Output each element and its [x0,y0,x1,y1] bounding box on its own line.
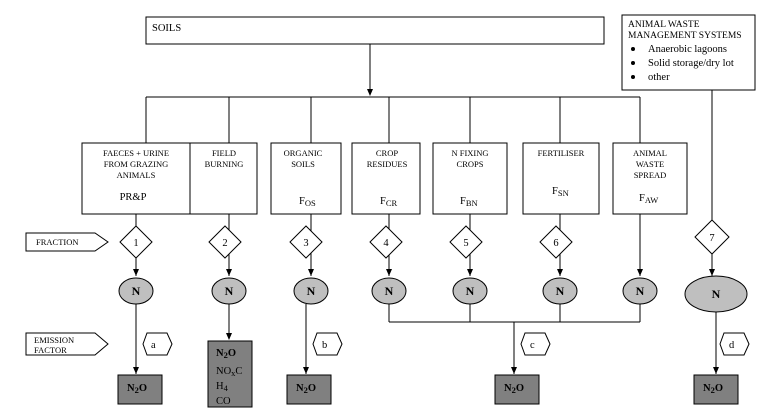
source-drop-lines [145,97,641,143]
source-symbol-fos: FOS [299,196,316,208]
emission-factor-b [312,332,343,356]
awms-title-line-1: ANIMAL WASTE [628,20,700,30]
emission-factor-line-1: EMISSION [34,335,74,345]
source-label: CROPS [457,159,484,169]
fraction-diamond-7 [694,219,730,255]
fraction-number: 4 [383,238,389,249]
bullet-icon [631,47,635,51]
source-label: SPREAD [634,170,667,180]
source-label: ANIMAL [633,148,667,158]
emission-factor-c [520,332,551,356]
burning-nox: NOxC [216,366,242,378]
fraction-label: FRACTION [36,237,79,247]
emission-letter: b [322,340,327,351]
burning-co: CO [216,396,231,407]
arrowhead-icons-lower [133,333,719,374]
source-label: CROP [376,148,398,158]
fraction-number: 1 [133,238,138,249]
awms-item-3: other [648,72,670,83]
n2o-output-4 [693,374,739,405]
source-box-field-burning [189,142,258,215]
source-label: ANIMALS [117,170,156,180]
source-label: FROM GRAZING [104,159,168,169]
fraction-diamond-5 [449,225,483,259]
source-label: FERTILISER [538,148,585,158]
emission-factor-a [142,332,173,356]
emission-letter: a [151,340,156,351]
source-symbol-fsn: FSN [552,186,569,198]
burning-h4: H4 [216,381,229,393]
awms-title-line-2: MANAGEMENT SYSTEMS [628,31,742,41]
fraction-label-shape [25,232,109,252]
n-node-label: N [712,287,721,301]
source-label: BURNING [205,159,244,169]
emission-factor-line-2: FACTOR [34,345,67,355]
source-label: SOILS [291,159,315,169]
fraction-diamond-2 [208,225,242,259]
emission-factor-d [719,332,750,356]
soils-label: SOILS [152,23,181,34]
bullet-icon [631,61,635,65]
fraction-number: 5 [463,238,468,249]
source-box-n-fixing-crops [432,142,508,215]
fraction-diamond-1 [119,225,153,259]
n-node-label: N [385,284,394,298]
source-box-animal-waste-spread [612,142,688,215]
source-symbol-prp: PR&P [120,192,147,203]
n-to-output-lines [135,304,717,374]
n2o-label: N2O [296,383,316,395]
source-symbol-fbn: FBN [460,196,478,208]
source-label: RESIDUES [367,159,408,169]
arrowhead-icon [367,89,373,96]
awms-box [621,14,756,91]
source-box-organic-soils [270,142,342,215]
emission-factor-shape [25,332,109,356]
n-node-label: N [225,284,234,298]
source-symbol-fcr: FCR [380,196,398,208]
arrowhead-icons [133,269,715,276]
source-box-fertiliser [522,142,600,215]
source-label: FIELD [212,148,236,158]
n-node-3 [293,277,329,305]
burning-products-box [207,340,253,408]
source-label: FAECES + URINE [103,148,169,158]
burning-n2o: N2O [216,348,236,360]
source-label: WASTE [636,159,664,169]
fraction-diamond-3 [289,225,323,259]
n2o-label: N2O [703,383,723,395]
n2o-output-3 [494,374,540,405]
n-node-label: N [132,284,141,298]
emission-letter: d [729,340,735,351]
fraction-number: 7 [709,233,714,244]
source-label: N FIXING [451,148,488,158]
source-label: ORGANIC [284,148,323,158]
bullet-icon [631,75,635,79]
awms-item-2: Solid storage/dry lot [648,58,734,69]
n2o-label: N2O [127,383,147,395]
n-node-label: N [307,284,316,298]
soils-box [145,16,605,45]
fraction-number: 2 [222,238,227,249]
n2o-label: N2O [504,383,524,395]
fraction-number: 3 [303,238,308,249]
source-box-crop-residues [351,142,421,215]
n-node-label: N [466,284,475,298]
source-symbol-faw: FAW [639,193,658,205]
fraction-diamond-6 [539,225,573,259]
n-node-label: N [556,284,565,298]
n-node-label: N [636,284,645,298]
n2o-output-1 [117,374,163,405]
awms-item-1: Anaerobic lagoons [648,44,727,55]
fraction-diamond-4 [369,225,403,259]
n2o-output-2 [286,374,332,405]
emission-letter: c [530,340,535,351]
fraction-number: 6 [553,238,558,249]
